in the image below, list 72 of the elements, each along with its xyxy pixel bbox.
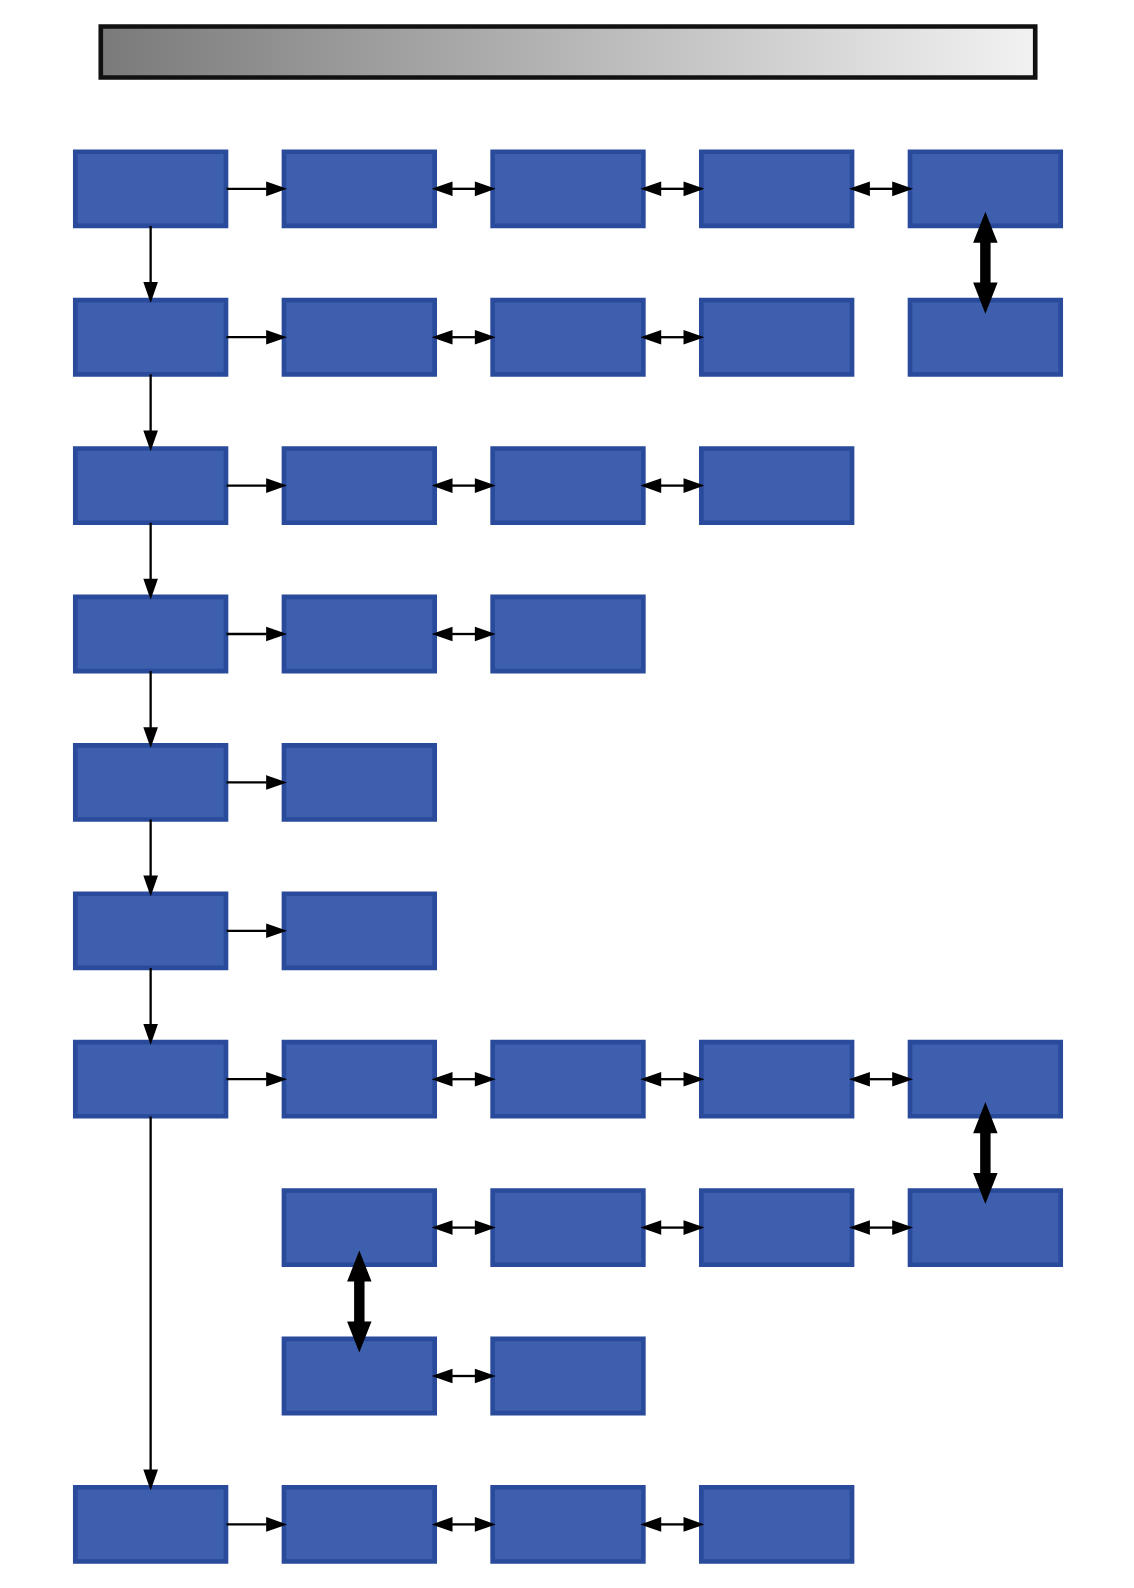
arrow <box>848 1071 913 1087</box>
node-box <box>280 1484 436 1564</box>
node-box <box>71 743 228 822</box>
arrow <box>225 1071 287 1087</box>
node-box <box>489 594 645 674</box>
node-bar <box>97 24 1037 80</box>
arrow <box>639 181 704 197</box>
arrow <box>142 374 157 452</box>
arrow <box>430 626 495 642</box>
node-box <box>71 149 228 229</box>
arrow <box>225 923 287 939</box>
arrow <box>430 181 495 197</box>
arrow <box>142 1116 157 1491</box>
node-box <box>906 149 1063 229</box>
node-box <box>698 446 854 526</box>
arrow <box>972 1102 997 1204</box>
node-box <box>698 149 854 229</box>
arrow <box>430 478 495 493</box>
arrow <box>639 1220 704 1235</box>
arrow <box>142 967 157 1045</box>
node-box <box>71 594 228 674</box>
node-box <box>280 1039 436 1119</box>
node-box <box>698 297 854 377</box>
arrow <box>430 1071 495 1087</box>
node-box <box>906 1188 1063 1267</box>
arrow <box>972 211 997 314</box>
arrow <box>142 522 157 600</box>
node-box <box>280 1336 436 1416</box>
arrow <box>639 1071 704 1087</box>
node-box <box>698 1188 854 1267</box>
arrow <box>430 1220 495 1235</box>
node-box <box>280 743 436 822</box>
node-box <box>71 446 228 526</box>
node-box <box>698 1484 854 1564</box>
arrow <box>430 1517 495 1532</box>
node-box <box>280 297 436 377</box>
arrow <box>639 478 704 493</box>
node-box <box>489 1039 645 1119</box>
arrow <box>848 1220 913 1235</box>
node-box <box>698 1039 854 1119</box>
node-box <box>280 1188 436 1267</box>
arrow <box>142 225 157 303</box>
node-box <box>489 1484 645 1564</box>
arrow <box>848 181 913 197</box>
arrow <box>430 329 495 345</box>
node-box <box>906 1039 1063 1119</box>
arrow <box>225 626 287 642</box>
node-box <box>71 891 228 971</box>
node-box <box>71 1039 228 1119</box>
arrow <box>225 329 287 345</box>
arrow <box>430 1368 495 1384</box>
arrow <box>225 775 287 790</box>
node-box <box>489 1336 645 1416</box>
node-box <box>906 297 1063 377</box>
node-box <box>489 446 645 526</box>
arrow <box>639 329 704 345</box>
node-box <box>71 297 228 377</box>
node-box <box>71 1484 228 1564</box>
arrow <box>142 819 157 897</box>
node-box <box>280 594 436 674</box>
node-box <box>280 446 436 526</box>
node-box <box>489 1188 645 1267</box>
node-box <box>280 149 436 229</box>
arrow <box>346 1250 371 1353</box>
arrow <box>225 478 287 493</box>
node-box <box>489 297 645 377</box>
node-box <box>489 149 645 229</box>
arrow <box>225 181 287 197</box>
node-box <box>280 891 436 971</box>
arrow <box>225 1517 287 1532</box>
arrow <box>142 671 157 749</box>
arrow <box>639 1517 704 1532</box>
